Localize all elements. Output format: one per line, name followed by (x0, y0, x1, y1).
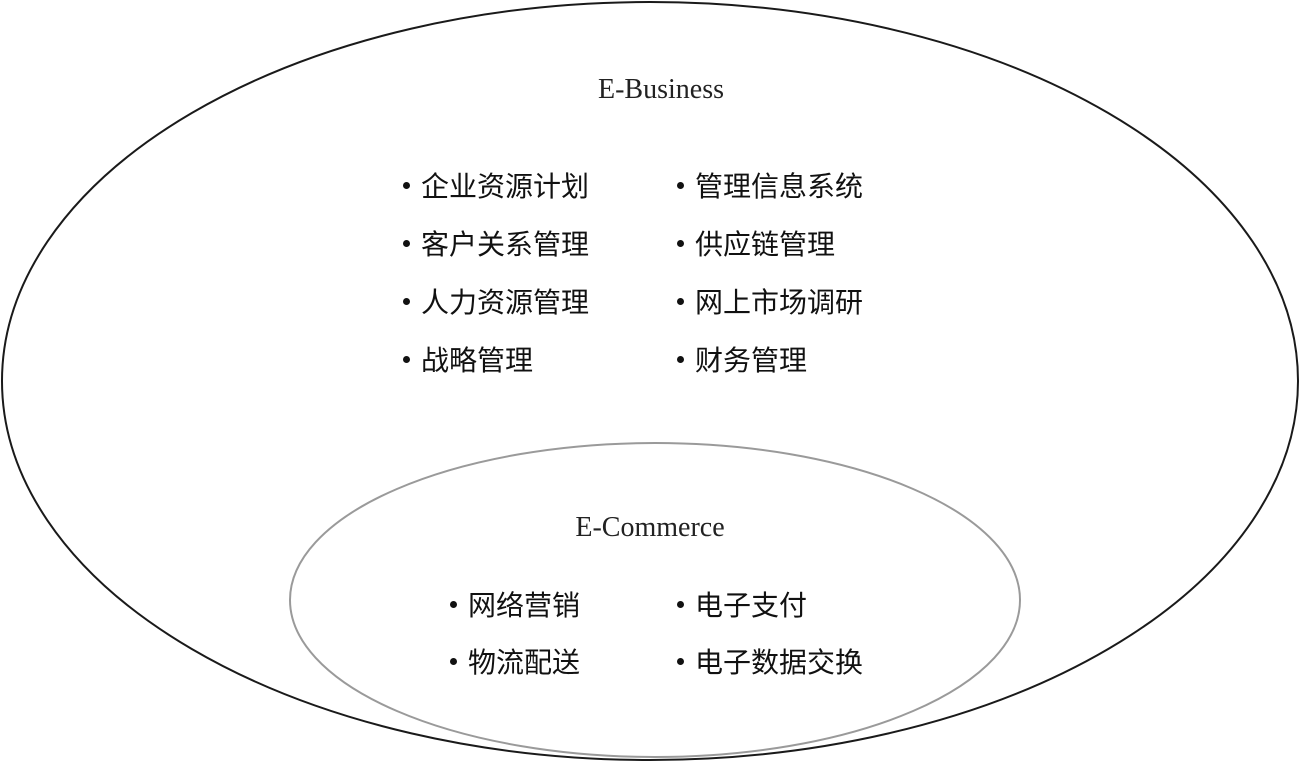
list-item: 战略管理 (403, 339, 533, 379)
item-label: 供应链管理 (695, 228, 836, 261)
list-item: 电子数据交换 (677, 641, 863, 681)
bullet-icon (403, 297, 410, 305)
list-item: 电子支付 (677, 584, 807, 624)
bullet-icon (450, 600, 457, 608)
item-label: 战略管理 (421, 344, 534, 377)
item-label: 网络营销 (468, 589, 581, 622)
e-commerce-ellipse (289, 442, 1021, 758)
bullet-icon (677, 600, 684, 608)
list-item: 人力资源管理 (403, 281, 589, 321)
list-item: 网上市场调研 (677, 281, 863, 321)
bullet-icon (403, 181, 410, 189)
bullet-icon (677, 355, 684, 363)
bullet-icon (403, 355, 410, 363)
item-label: 管理信息系统 (695, 170, 864, 203)
item-label: 电子支付 (695, 589, 808, 622)
bullet-icon (677, 657, 684, 665)
list-item: 供应链管理 (677, 223, 835, 263)
e-commerce-title: E-Commerce (575, 512, 725, 543)
bullet-icon (677, 181, 684, 189)
bullet-icon (677, 239, 684, 247)
list-item: 管理信息系统 (677, 165, 863, 205)
item-label: 财务管理 (695, 344, 808, 377)
list-item: 企业资源计划 (403, 165, 589, 205)
item-label: 人力资源管理 (421, 286, 590, 319)
bullet-icon (450, 657, 457, 665)
list-item: 物流配送 (450, 641, 580, 681)
bullet-icon (403, 239, 410, 247)
item-label: 物流配送 (468, 646, 581, 679)
bullet-icon (677, 297, 684, 305)
item-label: 网上市场调研 (695, 286, 864, 319)
item-label: 企业资源计划 (421, 170, 590, 203)
list-item: 网络营销 (450, 584, 580, 624)
e-business-title: E-Business (598, 74, 724, 105)
item-label: 客户关系管理 (421, 228, 590, 261)
item-label: 电子数据交换 (695, 646, 864, 679)
list-item: 财务管理 (677, 339, 807, 379)
list-item: 客户关系管理 (403, 223, 589, 263)
